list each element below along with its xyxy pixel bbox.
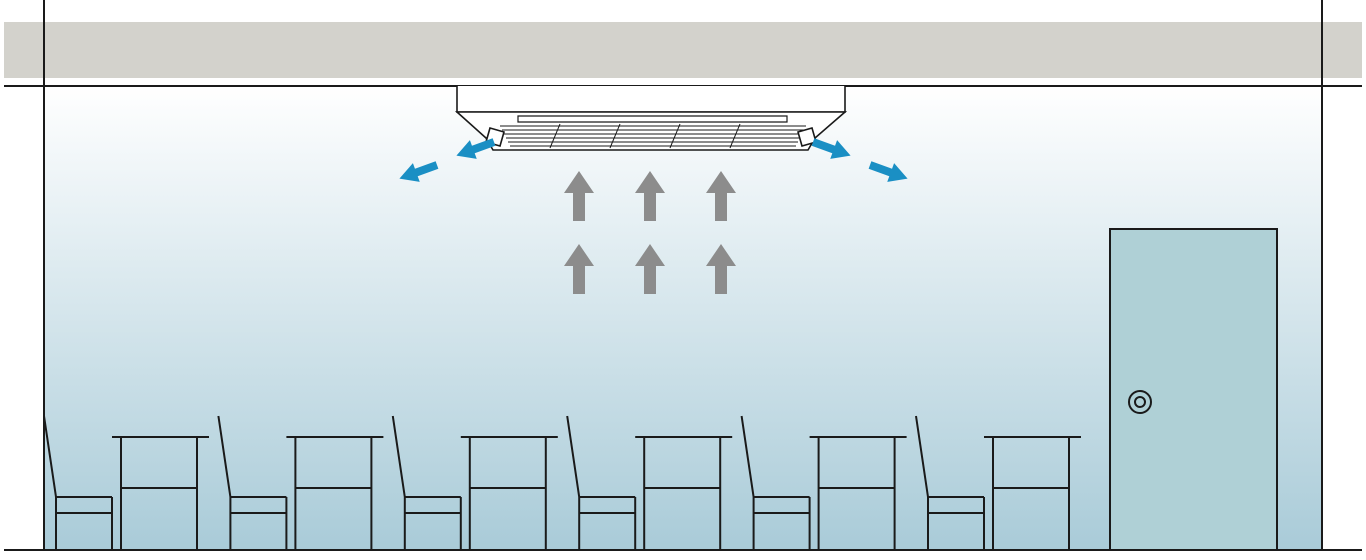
ceiling-cassette-unit (454, 86, 848, 151)
desk (460, 436, 558, 550)
desk (635, 436, 733, 550)
grille-divider (549, 123, 561, 149)
intake-arrows (564, 171, 736, 294)
desk-chair-set (43, 415, 209, 550)
arrow-blue-outflow-4 (868, 161, 908, 182)
door-knob-icon (1128, 390, 1152, 414)
desk-chair-set (391, 415, 558, 550)
door (1109, 228, 1278, 551)
arrow-up-gray (706, 171, 736, 221)
desk (809, 436, 907, 550)
desk (286, 436, 384, 550)
arrow-up-gray (564, 244, 594, 294)
chair (740, 415, 811, 550)
desk (112, 436, 209, 550)
arrow-up-gray (635, 171, 665, 221)
chair (915, 415, 985, 550)
arrow-blue-outflow-2 (399, 161, 439, 182)
desk-chair-set (217, 415, 384, 550)
grille-divider (729, 123, 741, 149)
chair (217, 415, 288, 550)
ceiling-slab (4, 22, 1362, 78)
cassette-inner-trim (517, 115, 788, 123)
chair (566, 415, 637, 550)
arrow-up-gray (706, 244, 736, 294)
door-panel (1109, 228, 1278, 551)
grille-divider (609, 123, 621, 149)
cassette-grille (500, 123, 806, 149)
arrow-up-gray (564, 171, 594, 221)
arrow-up-gray (635, 244, 665, 294)
cassette-body (456, 86, 846, 113)
desk (984, 436, 1081, 550)
chair (391, 415, 462, 550)
arrow-blue-outflow-1 (456, 138, 496, 159)
desk-row (43, 415, 1081, 550)
grille-divider (669, 123, 681, 149)
arrow-blue-outflow-3 (811, 138, 851, 159)
ceiling (4, 22, 1362, 87)
chair (43, 415, 113, 550)
desk-chair-set (740, 415, 907, 550)
outflow-arrows (399, 138, 908, 182)
desk-chair-set (566, 415, 733, 550)
desk-chair-set (915, 415, 1081, 550)
